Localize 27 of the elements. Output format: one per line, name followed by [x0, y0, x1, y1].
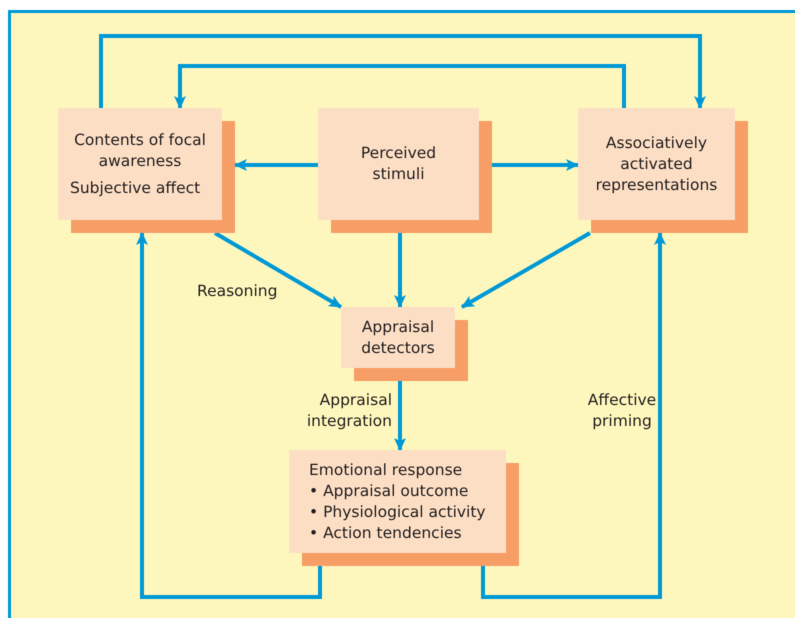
box-text: Emotional response — [308, 460, 462, 480]
arrow — [136, 232, 322, 599]
box-text: Associatively activated representations — [594, 132, 718, 196]
box-text: • Physiological activity — [308, 502, 486, 522]
arrow — [234, 159, 318, 171]
arrow — [174, 64, 626, 109]
process-box — [318, 108, 492, 233]
box-text: Contents of focal awareness — [73, 130, 207, 172]
edge-label: Appraisal integration — [306, 390, 392, 432]
process-box — [578, 108, 748, 233]
arrow — [99, 34, 706, 109]
arrow — [394, 381, 406, 451]
arrow — [481, 232, 666, 599]
arrow — [394, 233, 406, 308]
box-text: Appraisal detectors — [360, 316, 436, 358]
process-box — [58, 108, 235, 233]
arrow — [214, 231, 342, 309]
box-text: Perceived stimuli — [360, 143, 438, 185]
box-text: • Action tendencies — [308, 522, 462, 544]
process-box — [341, 307, 468, 381]
edge-label: Reasoning — [197, 281, 278, 302]
process-box — [289, 450, 519, 566]
edge-label: Affective priming — [586, 390, 658, 432]
box-text: • Appraisal outcome — [308, 480, 468, 502]
box-text: Subjective affect — [69, 178, 200, 198]
arrow — [461, 231, 591, 309]
arrow — [492, 159, 579, 171]
